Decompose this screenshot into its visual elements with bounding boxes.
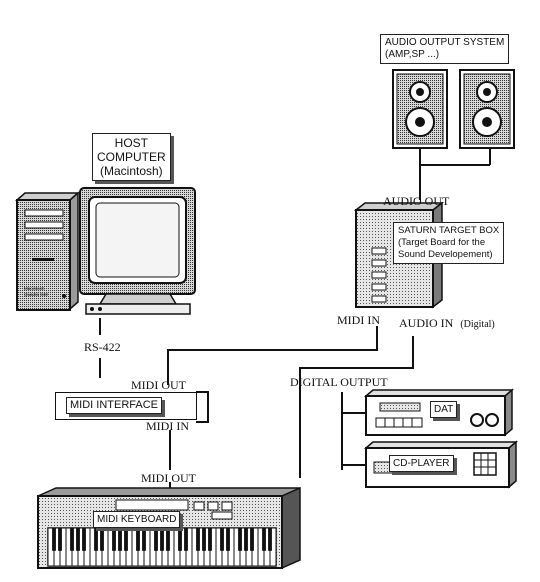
black-key [166,528,170,551]
black-key [160,528,164,551]
audio-out-label: AUDIO OUT [383,194,450,208]
audio-in-digital-note: (Digital) [460,319,495,330]
tower-brand-text: Macintosh Quadra 840 [24,286,48,297]
connection-wires [99,147,491,497]
rs422-label: RS-422 [84,340,121,354]
black-key [262,528,266,551]
black-key [250,528,254,551]
black-key [184,528,188,551]
black-key [52,528,56,551]
speaker-link-wire [419,147,491,166]
midi-interface-loop-wire [196,391,209,423]
black-key [76,528,80,551]
black-key [142,528,146,551]
black-key [268,528,272,551]
audio-in-label-wrap: AUDIO IN (Digital) [399,317,495,331]
midi-keyboard-icon [37,486,301,570]
midi-in-interface-label: MIDI IN [146,419,189,433]
midi-keyboard-label: MIDI KEYBOARD [93,511,181,528]
midi-interface-label: MIDI INTERFACE [66,397,163,414]
host-computer-label: HOST COMPUTER (Macintosh) [92,133,171,181]
black-key [118,528,122,551]
black-key [100,528,104,551]
black-key [238,528,242,551]
black-key [94,528,98,551]
black-key [178,528,182,551]
cd-player-label: CD-PLAYER [389,455,454,472]
black-key [58,528,62,551]
midi-interface-device: MIDI INTERFACE [55,392,197,420]
saturn-target-box-label: SATURN TARGET BOX (Target Board for the … [393,222,505,264]
computer-tower-icon [15,191,80,311]
black-key [70,528,74,551]
midi-out-keyboard-label: MIDI OUT [141,471,196,485]
black-key [196,528,200,551]
black-key [244,528,248,551]
audio-in-label: AUDIO IN [399,316,454,330]
digital-output-branch-wire [341,392,366,470]
digital-output-label: DIGITAL OUTPUT [290,375,388,389]
black-key [154,528,158,551]
black-key [226,528,230,551]
digital-out-to-audio-in-wire [299,336,414,478]
audio-output-system-label: AUDIO OUTPUT SYSTEM (AMP,SP ...) [380,34,510,64]
midi-out-interface-label: MIDI OUT [131,378,186,392]
black-key [220,528,224,551]
black-key [202,528,206,551]
black-key [112,528,116,551]
black-key [124,528,128,551]
monitor-icon [79,187,196,315]
speaker-icon [459,69,515,149]
midi-in-target-label: MIDI IN [337,313,380,327]
black-key [208,528,212,551]
black-key [82,528,86,551]
midi-out-to-target-wire [167,326,378,385]
dat-label: DAT [430,401,458,418]
speaker-icon [392,69,448,149]
black-key [136,528,140,551]
